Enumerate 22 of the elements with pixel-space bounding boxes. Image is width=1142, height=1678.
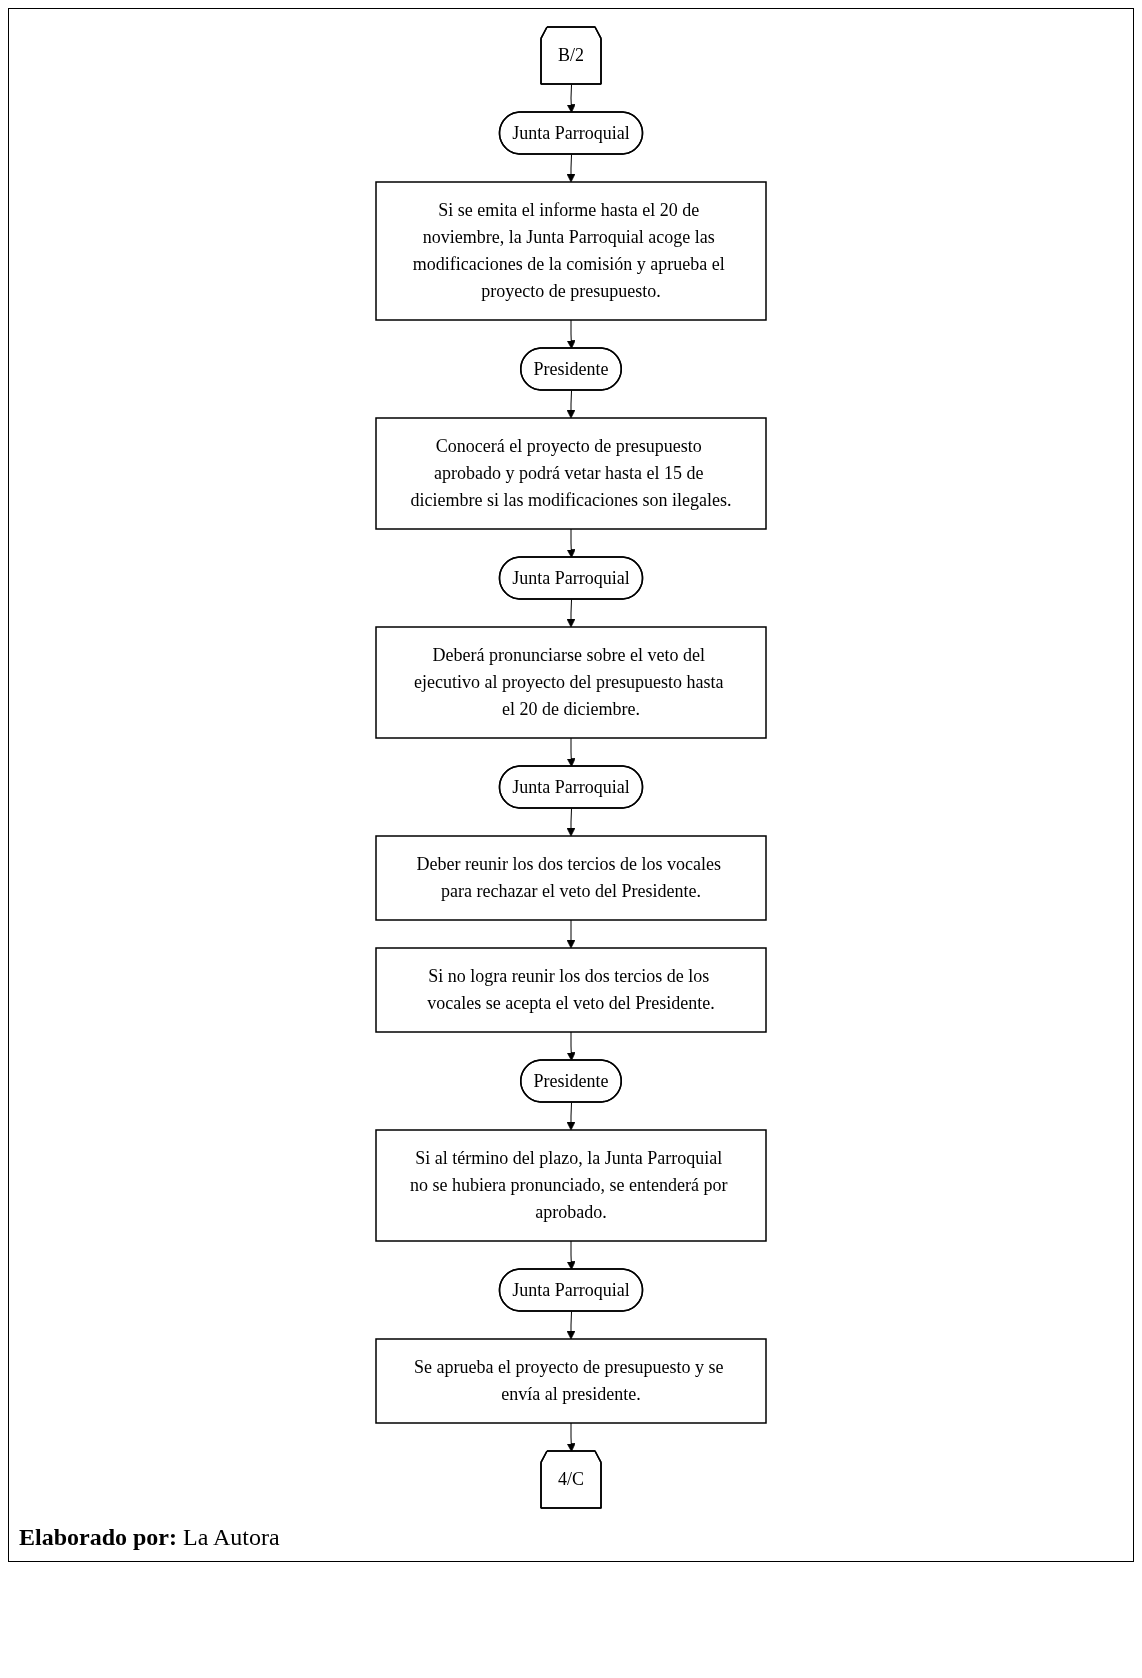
arrow: [566, 154, 576, 183]
arrow: [566, 919, 576, 949]
caption: Elaborado por: La Autora: [19, 1524, 281, 1551]
arrow: [566, 1422, 576, 1452]
arrow: [566, 84, 576, 113]
arrow: [566, 528, 576, 558]
node-box: Conocerá el proyecto de presupuesto aprobado y podrá vetar hasta el 15 de diciembre si las modificaciones son ilegales.: [375, 417, 767, 530]
arrow: [566, 1311, 576, 1340]
arrow: [566, 808, 576, 837]
node-box: Si al término del plazo, la Junta Parroquial no se hubiera pronunciado, se entenderá por aprobado.: [375, 1129, 767, 1242]
arrow: [566, 599, 576, 628]
arrow: [566, 1102, 576, 1131]
arrow: [566, 737, 576, 767]
arrow: [566, 1031, 576, 1061]
arrow: [566, 319, 576, 349]
arrow: [566, 1240, 576, 1270]
node-box: Deberá pronunciarse sobre el veto del ejecutivo al proyecto del presupuesto hasta el 20 de diciembre.: [375, 626, 767, 739]
node-box: Se aprueba el proyecto de presupuesto y se envía al presidente.: [375, 1338, 767, 1424]
node-box: Si no logra reunir los dos tercios de los vocales se acepta el veto del Presidente.: [375, 947, 767, 1033]
node-box: Deber reunir los dos tercios de los vocales para rechazar el veto del Presidente.: [375, 835, 767, 921]
arrow: [566, 390, 576, 419]
node-box: Si se emita el informe hasta el 20 de noviembre, la Junta Parroquial acoge las modificaciones de la comisión y aprueba el proyecto de presupuesto.: [375, 181, 767, 321]
